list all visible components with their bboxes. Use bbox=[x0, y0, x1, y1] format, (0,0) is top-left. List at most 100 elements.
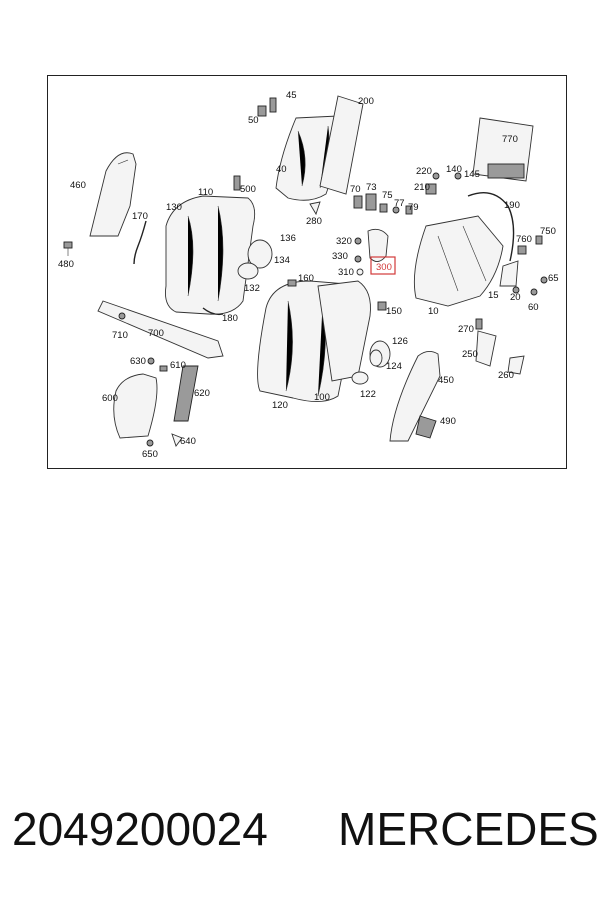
part-610-clip bbox=[159, 365, 168, 372]
part-500-bolt bbox=[233, 175, 241, 191]
callout-210: 210 bbox=[414, 182, 430, 193]
callout-480: 480 bbox=[58, 259, 74, 270]
callout-122: 122 bbox=[360, 389, 376, 400]
callout-220: 220 bbox=[416, 166, 432, 177]
callout-124: 124 bbox=[386, 361, 402, 372]
highlight-box-300 bbox=[370, 256, 396, 275]
part-220-clip bbox=[432, 172, 440, 180]
part-65-screw bbox=[540, 276, 548, 284]
part-330-nut bbox=[354, 255, 362, 263]
callout-260: 260 bbox=[498, 370, 514, 381]
callout-330: 330 bbox=[332, 251, 348, 262]
callout-450: 450 bbox=[438, 375, 454, 386]
part-490-clip bbox=[415, 415, 437, 439]
part-145-module bbox=[487, 163, 525, 179]
callout-190: 190 bbox=[504, 200, 520, 211]
part-250-bracket bbox=[475, 330, 497, 367]
part-200-cover bbox=[319, 95, 364, 195]
part-122-ring bbox=[351, 371, 369, 385]
part-124-disc bbox=[369, 349, 383, 367]
callout-320: 320 bbox=[336, 236, 352, 247]
part-79-clip bbox=[405, 205, 413, 215]
part-210-bracket bbox=[425, 183, 437, 195]
callout-700: 700 bbox=[148, 328, 164, 339]
callout-150: 150 bbox=[386, 306, 402, 317]
callout-65: 65 bbox=[548, 273, 559, 284]
callout-70: 70 bbox=[350, 184, 361, 195]
part-100-backrest-frame bbox=[317, 280, 371, 382]
part-640-clip bbox=[171, 433, 183, 447]
callout-460: 460 bbox=[70, 180, 86, 191]
callout-130: 130 bbox=[166, 202, 182, 213]
part-280-clip bbox=[309, 201, 321, 216]
part-170-wire bbox=[133, 220, 147, 265]
callout-200: 200 bbox=[358, 96, 374, 107]
part-10-seat-frame bbox=[413, 215, 504, 307]
callout-77: 77 bbox=[394, 198, 405, 209]
part-50-clip bbox=[257, 105, 267, 117]
part-600-armrest bbox=[113, 373, 158, 439]
part-75-clip bbox=[379, 203, 388, 213]
part-300-bracket bbox=[367, 228, 389, 262]
diagram-frame: 45 200 50 40 770 220 140 145 210 460 110… bbox=[47, 75, 567, 469]
callout-280: 280 bbox=[306, 216, 322, 227]
caption-bar: 2049200024 MERCEDES bbox=[0, 800, 600, 860]
callout-300: 300 bbox=[376, 262, 392, 273]
callout-73: 73 bbox=[366, 182, 377, 193]
part-480-screw bbox=[63, 241, 73, 256]
callout-20: 20 bbox=[510, 292, 521, 303]
callout-60: 60 bbox=[528, 302, 539, 313]
part-73-bracket bbox=[365, 193, 377, 211]
callout-500: 500 bbox=[240, 184, 256, 195]
part-750-clip bbox=[535, 235, 543, 245]
part-132-ring bbox=[237, 262, 259, 280]
callout-710: 710 bbox=[112, 330, 128, 341]
callout-490: 490 bbox=[440, 416, 456, 427]
part-70-clip bbox=[353, 195, 363, 209]
brand-name: MERCEDES bbox=[338, 803, 599, 855]
part-number: 2049200024 bbox=[12, 803, 268, 855]
part-180-wire bbox=[202, 307, 224, 316]
callout-610: 610 bbox=[170, 360, 186, 371]
part-450-side-trim bbox=[389, 351, 441, 442]
callout-100: 100 bbox=[314, 392, 330, 403]
part-15-latch bbox=[499, 260, 519, 287]
callout-640: 640 bbox=[180, 436, 196, 447]
callout-270: 270 bbox=[458, 324, 474, 335]
callout-75: 75 bbox=[382, 190, 393, 201]
callout-770: 770 bbox=[502, 134, 518, 145]
callout-10: 10 bbox=[428, 306, 439, 317]
part-710-nut bbox=[118, 312, 126, 320]
part-60-screw bbox=[530, 288, 538, 296]
part-136-disc bbox=[247, 239, 273, 269]
callout-136: 136 bbox=[280, 233, 296, 244]
part-460-side-trim bbox=[89, 152, 137, 237]
part-760-clip bbox=[517, 245, 527, 255]
part-45-bolt bbox=[269, 97, 277, 113]
part-320-screw bbox=[354, 237, 362, 245]
part-650-nut bbox=[146, 439, 154, 447]
part-140-clip bbox=[454, 172, 462, 180]
part-270-bolt bbox=[475, 318, 483, 330]
callout-40: 40 bbox=[276, 164, 287, 175]
part-700-rail bbox=[97, 300, 224, 359]
callout-145: 145 bbox=[464, 169, 480, 180]
callout-50: 50 bbox=[248, 115, 259, 126]
part-150-clip bbox=[377, 301, 387, 311]
part-20-screw bbox=[512, 286, 520, 294]
callout-79: 79 bbox=[408, 202, 419, 213]
callout-750: 750 bbox=[540, 226, 556, 237]
callout-15: 15 bbox=[488, 290, 499, 301]
part-620-bracket bbox=[173, 365, 199, 422]
callout-620: 620 bbox=[194, 388, 210, 399]
callout-250: 250 bbox=[462, 349, 478, 360]
callout-120: 120 bbox=[272, 400, 288, 411]
callout-140: 140 bbox=[446, 164, 462, 175]
part-77-screw bbox=[392, 206, 400, 214]
callout-760: 760 bbox=[516, 234, 532, 245]
callout-45: 45 bbox=[286, 90, 297, 101]
callout-650: 650 bbox=[142, 449, 158, 460]
part-160-clip bbox=[287, 279, 297, 287]
callout-134: 134 bbox=[274, 255, 290, 266]
callout-630: 630 bbox=[130, 356, 146, 367]
